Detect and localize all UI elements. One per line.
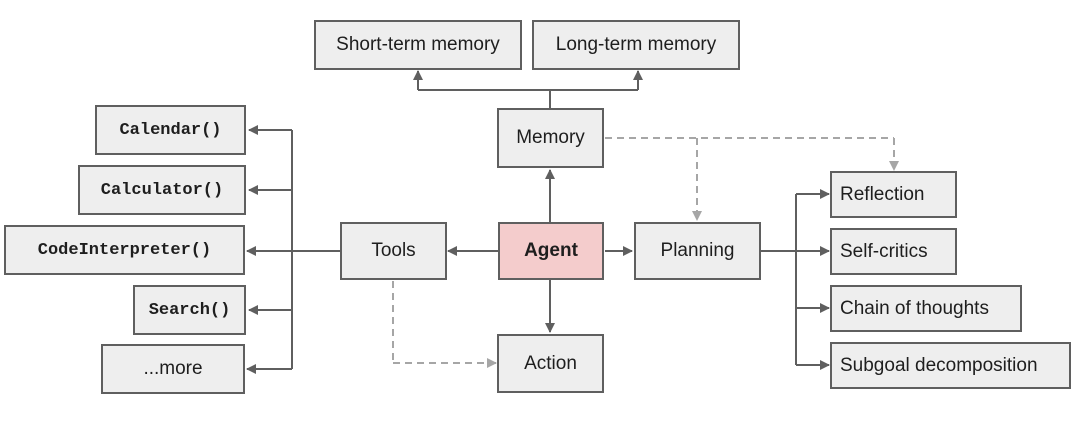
edge-tools-to-action-dashed [392, 281, 497, 368]
planning-node: Planning [634, 222, 761, 280]
edge-memory-to-planning-dashed [605, 137, 899, 221]
edge-planning-to-steps [761, 189, 830, 370]
calendar-tool-node: Calendar() [95, 105, 246, 155]
subgoal-decomposition-node: Subgoal decomposition [830, 342, 1071, 389]
code-interpreter-tool-node: CodeInterpreter() [4, 225, 245, 275]
edge-memory-to-stores [413, 70, 643, 108]
search-tool-node: Search() [133, 285, 246, 335]
calculator-tool-node: Calculator() [78, 165, 246, 215]
tools-node: Tools [340, 222, 447, 280]
agent-node: Agent [498, 222, 604, 280]
chain-of-thoughts-node: Chain of thoughts [830, 285, 1022, 332]
self-critics-node: Self-critics [830, 228, 957, 275]
long-term-memory-node: Long-term memory [532, 20, 740, 70]
reflection-node: Reflection [830, 171, 957, 218]
short-term-memory-node: Short-term memory [314, 20, 522, 70]
more-tools-node: ...more [101, 344, 245, 394]
edge-tools-to-tool-list [246, 125, 340, 374]
action-node: Action [497, 334, 604, 393]
memory-node: Memory [497, 108, 604, 168]
